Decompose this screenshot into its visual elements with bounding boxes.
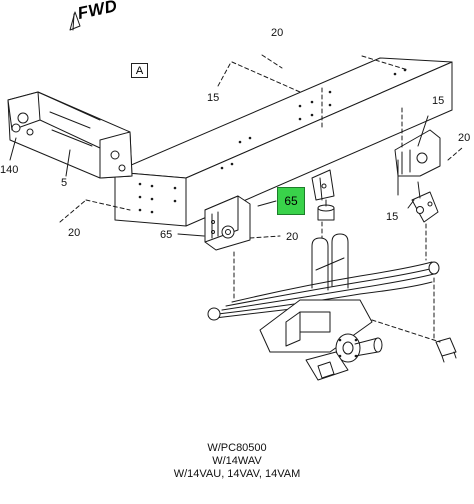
caption-line-1: W/PC80500 — [207, 442, 267, 454]
spring-hanger-front — [204, 195, 251, 251]
callout-65-left: 65 — [160, 229, 173, 241]
leader-lines — [9, 115, 429, 237]
spring-clip — [435, 337, 457, 363]
frame-rail — [114, 57, 453, 227]
callout-65-highlighted[interactable]: 65 — [277, 187, 305, 215]
rear-shackle-link — [411, 181, 439, 223]
callout-140: 140 — [0, 164, 19, 176]
callout-20-top: 20 — [271, 27, 284, 39]
callout-20-right: 20 — [458, 132, 471, 144]
view-reference-box: A — [131, 63, 148, 78]
spring-hanger-rear — [394, 129, 441, 196]
callout-15-right-low: 15 — [386, 211, 399, 223]
leaf-spring — [207, 261, 440, 321]
center-lines — [59, 54, 463, 343]
callout-15-left: 15 — [207, 92, 220, 104]
crossmember — [7, 91, 133, 179]
callout-20-mid: 20 — [286, 231, 299, 243]
shackle-bracket — [311, 169, 335, 221]
fwd-arrow-icon — [69, 11, 81, 31]
u-bolts — [311, 233, 349, 291]
callout-5: 5 — [61, 177, 68, 189]
caption-line-3: W/14VAU, 14VAV, 14VAM — [173, 468, 301, 480]
caption-line-2: W/14WAV — [212, 455, 262, 467]
callout-20-left: 20 — [68, 227, 81, 239]
axle-assembly — [259, 299, 383, 381]
callout-15-right-top: 15 — [432, 95, 445, 107]
